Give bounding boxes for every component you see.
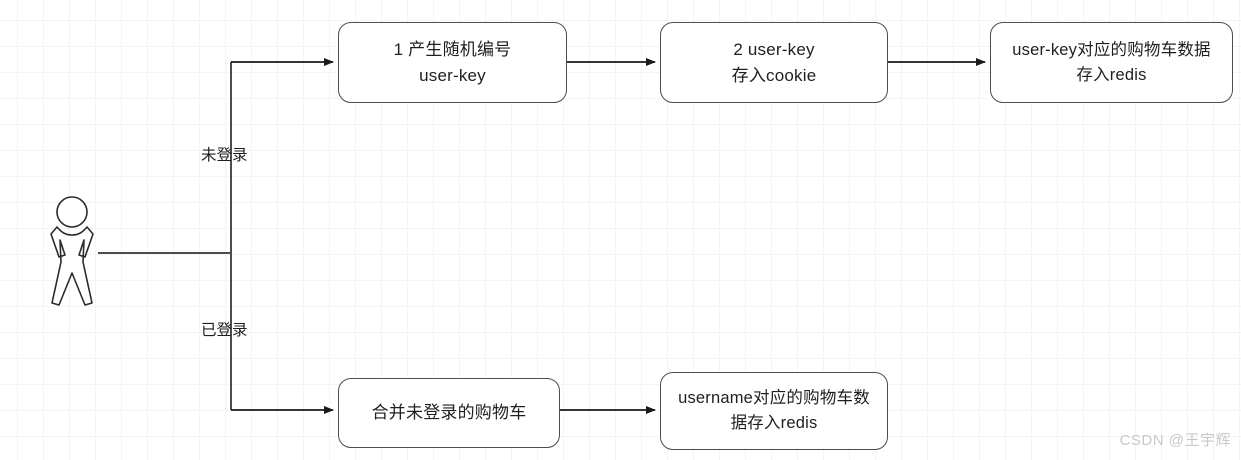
edge-label-not-logged-in: 未登录 (201, 147, 248, 164)
actor-figure (50, 196, 94, 306)
node-store-cart-redis-username[interactable]: username对应的购物车数 据存入redis (660, 372, 888, 450)
edge-label-logged-in: 已登录 (201, 322, 248, 339)
node-generate-user-key[interactable]: 1 产生随机编号 user-key (338, 22, 567, 103)
watermark: CSDN @王宇辉 (1119, 432, 1231, 449)
node-merge-guest-cart[interactable]: 合并未登录的购物车 (338, 378, 560, 448)
node-store-user-key-cookie[interactable]: 2 user-key 存入cookie (660, 22, 888, 103)
node-store-cart-redis-userkey[interactable]: user-key对应的购物车数据 存入redis (990, 22, 1233, 103)
